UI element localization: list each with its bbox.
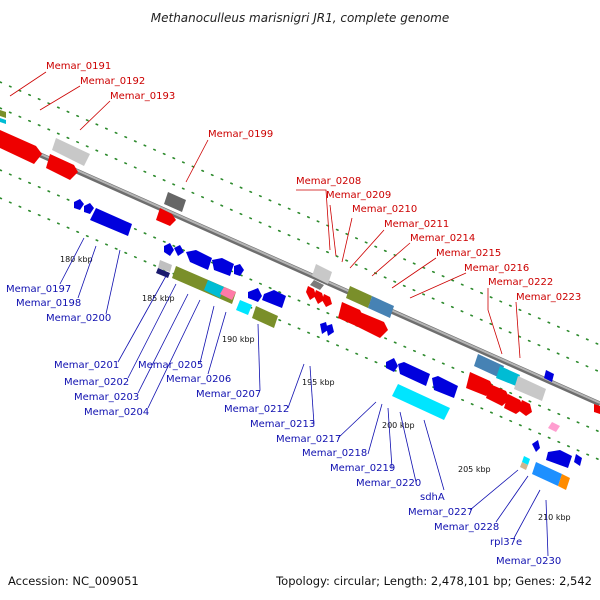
tick-195kbp: 195 kbp (302, 378, 335, 387)
gene-block-0211[interactable] (338, 286, 394, 338)
label-memar-0212[interactable]: Memar_0212 (224, 404, 289, 415)
gene-block-0199[interactable] (156, 192, 186, 226)
label-memar-0227[interactable]: Memar_0227 (408, 507, 473, 518)
tick-205kbp: 205 kbp (458, 465, 491, 474)
outer-forward-guide (0, 81, 600, 346)
label-memar-0222[interactable]: Memar_0222 (488, 277, 553, 288)
outer-reverse-guide (0, 197, 600, 461)
forward-gene-labels: Memar_0191 Memar_0192 Memar_0193 Memar_0… (9, 61, 581, 359)
label-memar-0214[interactable]: Memar_0214 (410, 233, 475, 244)
tick-185kbp: 185 kbp (142, 294, 175, 303)
accession-text: Accession: NC_009051 (8, 574, 139, 588)
label-memar-0192[interactable]: Memar_0192 (80, 76, 145, 87)
label-memar-0215[interactable]: Memar_0215 (436, 248, 501, 259)
gene-block-0197[interactable] (74, 199, 132, 236)
label-memar-0217[interactable]: Memar_0217 (276, 434, 341, 445)
gene-block-0208[interactable] (306, 264, 332, 307)
label-memar-0219[interactable]: Memar_0219 (330, 463, 395, 474)
forward-strand-genes (0, 110, 600, 432)
gene-block-0201[interactable] (156, 243, 286, 328)
label-memar-0191[interactable]: Memar_0191 (46, 61, 111, 72)
reverse-strand-genes (74, 199, 582, 490)
tick-180kbp: 180 kbp (60, 255, 93, 264)
label-memar-0199[interactable]: Memar_0199 (208, 129, 273, 140)
tick-200kbp: 200 kbp (382, 421, 415, 430)
label-memar-0204[interactable]: Memar_0204 (84, 407, 149, 418)
label-memar-0230[interactable]: Memar_0230 (496, 556, 561, 567)
label-memar-0209[interactable]: Memar_0209 (326, 190, 391, 201)
label-memar-0200[interactable]: Memar_0200 (46, 313, 111, 324)
genome-backbone (0, 134, 600, 407)
label-memar-0201[interactable]: Memar_0201 (54, 360, 119, 371)
gene-block-0217[interactable] (386, 358, 458, 420)
label-memar-0218[interactable]: Memar_0218 (302, 448, 367, 459)
track-guides (0, 81, 600, 461)
label-memar-0197[interactable]: Memar_0197 (6, 284, 71, 295)
tick-210kbp: 210 kbp (538, 513, 571, 522)
topology-summary: Topology: circular; Length: 2,478,101 bp… (275, 574, 592, 588)
gene-block-0212[interactable] (320, 322, 334, 336)
tick-190kbp: 190 kbp (222, 335, 255, 344)
label-memar-0193[interactable]: Memar_0193 (110, 91, 175, 102)
label-sdha[interactable]: sdhA (420, 492, 445, 503)
gene-block-0216[interactable] (466, 354, 600, 432)
label-memar-0202[interactable]: Memar_0202 (64, 377, 129, 388)
label-memar-0207[interactable]: Memar_0207 (196, 389, 261, 400)
label-memar-0205[interactable]: Memar_0205 (138, 360, 203, 371)
label-memar-0211[interactable]: Memar_0211 (384, 219, 449, 230)
label-memar-0220[interactable]: Memar_0220 (356, 478, 421, 489)
label-memar-0216[interactable]: Memar_0216 (464, 263, 529, 274)
inner-forward-guide (0, 107, 600, 373)
label-memar-0198[interactable]: Memar_0198 (16, 298, 81, 309)
label-rpl37e[interactable]: rpl37e (490, 537, 522, 548)
label-memar-0210[interactable]: Memar_0210 (352, 204, 417, 215)
label-memar-0213[interactable]: Memar_0213 (250, 419, 315, 430)
gene-block-0191[interactable] (0, 110, 90, 180)
label-memar-0206[interactable]: Memar_0206 (166, 374, 231, 385)
reverse-gene-labels: Memar_0197 Memar_0198 Memar_0200 Memar_0… (6, 237, 561, 567)
label-memar-0228[interactable]: Memar_0228 (434, 522, 499, 533)
inner-reverse-guide (0, 169, 600, 433)
label-memar-0223[interactable]: Memar_0223 (516, 292, 581, 303)
scale-ticks: 180 kbp 185 kbp 190 kbp 195 kbp 200 kbp … (60, 255, 571, 522)
label-memar-0203[interactable]: Memar_0203 (74, 392, 139, 403)
map-title: Methanoculleus marisnigri JR1, complete … (151, 11, 450, 25)
gene-block-0227[interactable] (520, 440, 582, 490)
label-memar-0208[interactable]: Memar_0208 (296, 176, 361, 187)
